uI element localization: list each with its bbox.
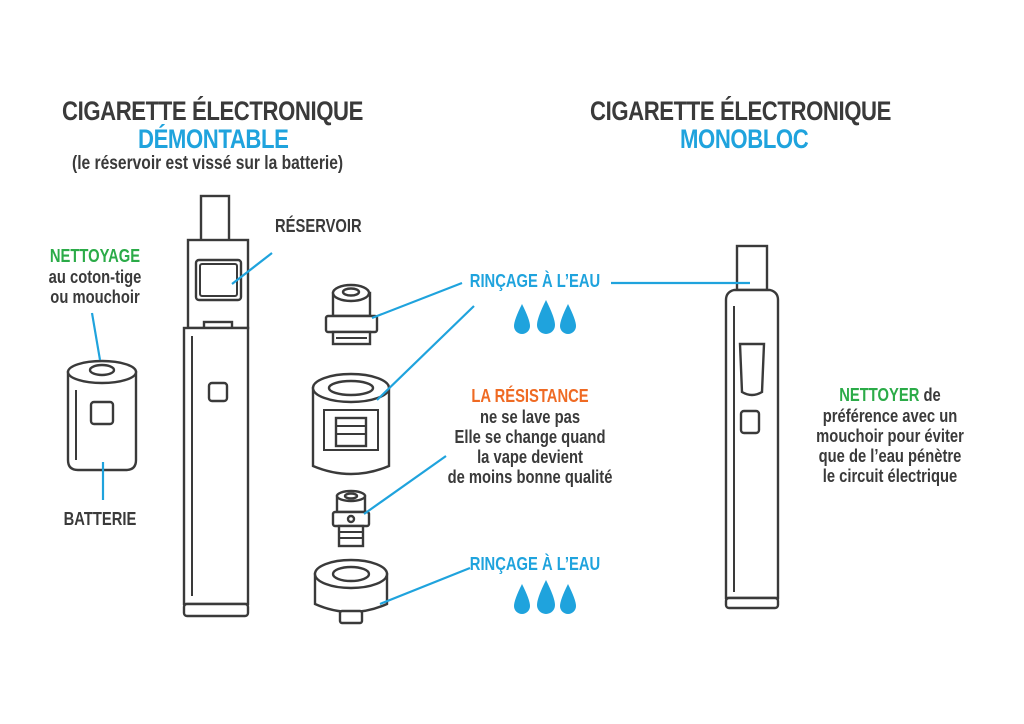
monobloc-ecig-device — [724, 244, 780, 610]
leader-lines — [90, 252, 750, 606]
battery-connector — [88, 363, 116, 377]
right-title-line1: CIGARETTE ÉLECTRONIQUE — [590, 96, 891, 126]
label-resistance-line: Elle se change quand — [454, 427, 606, 447]
removable-ecig-device — [182, 194, 250, 618]
label-rinse-top: RINÇAGE À L’EAU — [469, 271, 601, 291]
tank-window — [194, 258, 243, 302]
monobloc-window — [738, 342, 766, 397]
left-title-note: (le réservoir est vissé sur la batterie) — [72, 153, 344, 174]
label-clean-line: le circuit électrique — [822, 466, 958, 486]
drip-tip — [199, 194, 231, 244]
right-title-line2: MONOBLOC — [680, 124, 809, 154]
label-clean-line: préférence avec un — [822, 406, 958, 426]
fire-button — [207, 381, 229, 403]
label-resistance-line: ne se lave pas — [479, 407, 581, 427]
monobloc-body — [724, 288, 780, 600]
left-title-line2: DÉMONTABLE — [138, 124, 289, 154]
label-cleaning-line2: ou mouchoir — [50, 287, 140, 307]
exploded-parts — [311, 283, 391, 625]
label-cleaning-head: NETTOYAGE — [49, 246, 141, 266]
label-clean-line: mouchoir pour éviter — [816, 426, 964, 446]
label-resistance-head: LA RÉSISTANCE — [471, 386, 589, 406]
label-clean-line: que de l’eau pénètre — [818, 446, 962, 466]
base-part — [313, 558, 389, 625]
label-battery: BATTERIE — [63, 509, 137, 529]
label-reservoir: RÉSERVOIR — [275, 216, 362, 236]
label-cleaning-line1: au coton-tige — [48, 267, 142, 287]
water-drops-icon — [514, 300, 576, 334]
mouthpiece-part — [324, 283, 379, 346]
label-clean-head: NETTOYER — [839, 385, 920, 405]
label-rinse-bottom: RINÇAGE À L’EAU — [469, 554, 601, 574]
left-title-line1: CIGARETTE ÉLECTRONIQUE — [62, 96, 363, 126]
water-drops-icon — [514, 580, 576, 614]
tank-part — [311, 372, 391, 476]
label-clean-head-suffix: de — [919, 385, 941, 405]
battery-body — [182, 326, 250, 606]
label-resistance-line: de moins bonne qualité — [447, 467, 613, 487]
monobloc-button — [739, 409, 761, 435]
label-clean-head-line: NETTOYER de — [808, 386, 972, 405]
battery-closeup — [66, 359, 138, 472]
label-resistance-line: la vape devient — [477, 447, 583, 467]
coil-part — [331, 489, 371, 548]
